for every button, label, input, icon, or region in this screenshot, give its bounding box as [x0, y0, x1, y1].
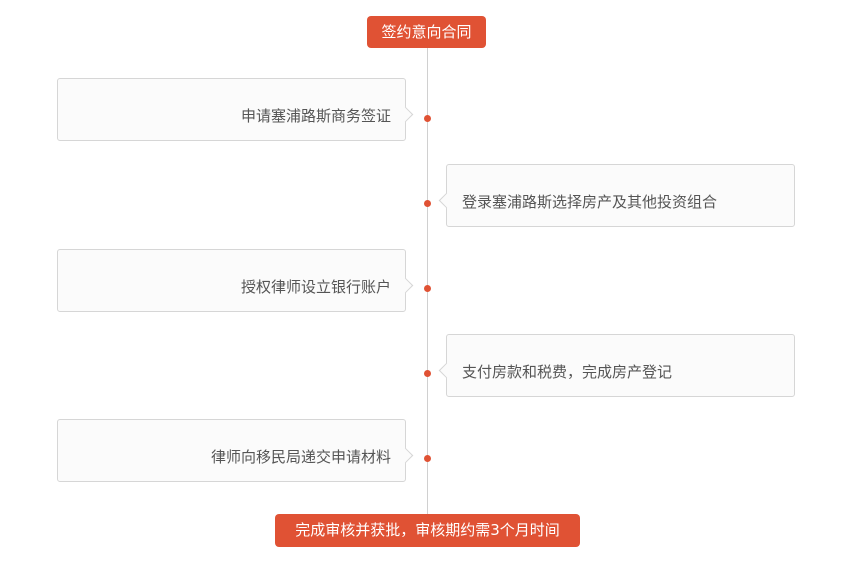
timeline-step-box: 登录塞浦路斯选择房产及其他投资组合 [438, 164, 795, 227]
timeline-dot [424, 115, 431, 122]
pointer-arrow [438, 192, 455, 209]
end-badge: 完成审核并获批，审核期约需3个月时间 [275, 514, 580, 547]
timeline-step-box: 律师向移民局递交申请材料 [57, 419, 414, 482]
timeline-step-box: 申请塞浦路斯商务签证 [57, 78, 414, 141]
pointer-arrow [397, 447, 414, 464]
timeline-line [427, 48, 428, 515]
timeline-dot [424, 455, 431, 462]
step-text: 支付房款和税费，完成房产登记 [462, 363, 673, 381]
pointer-arrow [438, 362, 455, 379]
timeline-step-box: 支付房款和税费，完成房产登记 [438, 334, 795, 397]
step-text: 授权律师设立银行账户 [240, 278, 391, 296]
step-text: 登录塞浦路斯选择房产及其他投资组合 [462, 193, 718, 211]
step-text: 申请塞浦路斯商务签证 [240, 107, 391, 125]
timeline-step-box: 授权律师设立银行账户 [57, 249, 414, 312]
pointer-arrow [397, 106, 414, 123]
timeline-dot [424, 285, 431, 292]
pointer-arrow [397, 277, 414, 294]
step-text: 律师向移民局递交申请材料 [210, 448, 391, 466]
timeline-dot [424, 370, 431, 377]
start-badge: 签约意向合同 [367, 16, 486, 48]
timeline-dot [424, 200, 431, 207]
